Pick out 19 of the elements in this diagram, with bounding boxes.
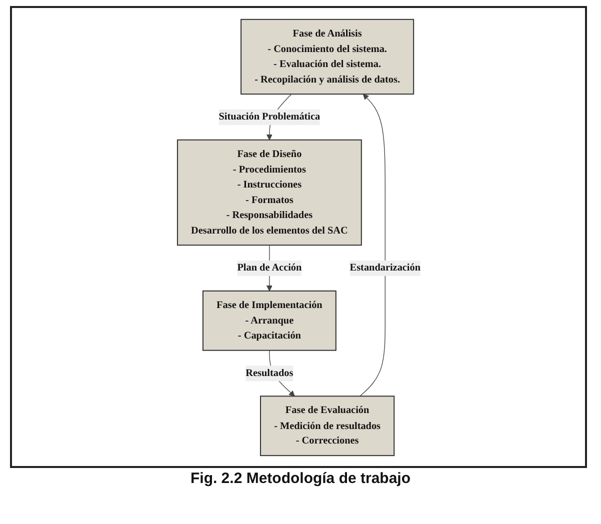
node-label: - Recopilación y análisis de datos. — [254, 74, 400, 84]
phase-box: Fase de Evaluación - Medición de resultados - Correcciones — [260, 395, 394, 456]
node-label: Fase de Diseño — [236, 148, 302, 160]
caption: Fig. 2.2 Metodología de trabajo — [189, 470, 412, 487]
edge-label: Resultados — [245, 365, 293, 380]
node-label: - Instrucciones — [236, 178, 302, 190]
phase-box: Fase de Diseño - Procedimientos - Instrucciones - Formatos - Responsabilidades Desarrollo de los elementos del SAC — [176, 138, 362, 246]
node-label: - Responsabilidades — [226, 209, 312, 220]
node-label: - Evaluación del sistema. — [273, 58, 381, 70]
node-label: Fase de Análisis — [292, 28, 362, 39]
edge-label: Estandarización — [349, 260, 420, 276]
node-label: - Formatos — [245, 194, 293, 205]
phase-box: Fase de Análisis - Conocimiento del sistema. - Evaluación del sistema. - Recopilación y análisis de datos. — [240, 18, 414, 94]
edge-label: Plan de Acción — [236, 260, 302, 276]
node-label: Desarrollo de los elementos del SAC — [190, 224, 348, 236]
node-label: - Conocimiento del sistema. — [267, 43, 386, 54]
edge-label: Situación Problemática — [218, 108, 320, 124]
node-label: - Procedimientos — [232, 164, 306, 174]
phase-box: Fase de Implementación - Arranque - Capacitación — [202, 290, 336, 350]
